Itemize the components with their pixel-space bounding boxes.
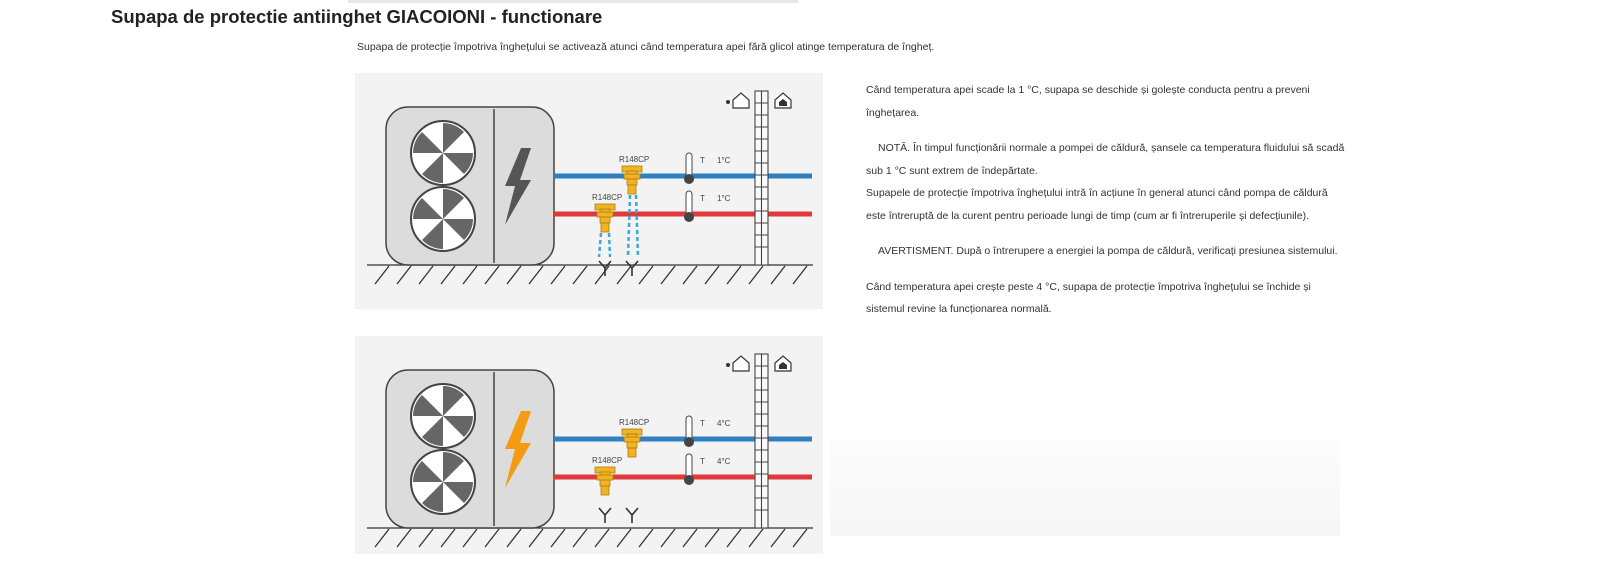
notes-column: Când temperatura apei scade la 1 °C, sup… bbox=[866, 79, 1346, 321]
valve-icon bbox=[594, 203, 616, 233]
fan-icon bbox=[410, 383, 476, 449]
fan-icon bbox=[410, 186, 476, 252]
thermometer-icon bbox=[684, 152, 694, 184]
drain-icon bbox=[598, 507, 639, 523]
page-title: Supapa de protectie antiinghet GIACOIONI… bbox=[111, 6, 603, 27]
note-valve-close: Când temperatura apei crește peste 4 °C,… bbox=[866, 280, 1311, 316]
home-icon bbox=[774, 92, 792, 109]
valve-label: R148CP bbox=[619, 418, 649, 427]
wall bbox=[754, 353, 769, 529]
note-frost-open: Când temperatura apei scade la 1 °C, sup… bbox=[866, 84, 1310, 119]
wall bbox=[754, 90, 769, 266]
temp-label: T bbox=[700, 194, 705, 203]
lightning-icon bbox=[505, 148, 531, 225]
water-drain bbox=[597, 194, 640, 258]
heat-pump-unit bbox=[385, 106, 555, 266]
warning-pressure: AVERTISMENT. După o întrerupere a energi… bbox=[878, 245, 1338, 257]
note-power-outage: Supapele de protecție împotriva înghețul… bbox=[866, 187, 1328, 222]
diagram-frost-active: T 1°C T 1°C R148CP R148CP bbox=[355, 73, 823, 309]
valve-icon bbox=[621, 428, 643, 458]
temp-label: T bbox=[700, 419, 705, 428]
fan-icon bbox=[410, 120, 476, 186]
valve-label: R148CP bbox=[592, 456, 622, 465]
temp-value: 4°C bbox=[717, 457, 731, 466]
temp-value: 4°C bbox=[717, 419, 731, 428]
intro-text: Supapa de protecție împotriva înghețului… bbox=[357, 41, 935, 53]
home-icon bbox=[774, 355, 792, 372]
temp-label: T bbox=[700, 457, 705, 466]
temp-value: 1°C bbox=[717, 194, 731, 203]
panel-shade bbox=[830, 440, 1340, 536]
house-icon bbox=[732, 355, 750, 372]
thermometer-icon bbox=[684, 453, 694, 485]
top-divider bbox=[348, 0, 798, 3]
note-normal-operation: NOTĂ. În timpul funcționării normale a p… bbox=[866, 142, 1345, 177]
lightning-icon bbox=[505, 411, 531, 488]
temp-value: 1°C bbox=[717, 156, 731, 165]
drain-icon bbox=[598, 260, 639, 276]
house-icon bbox=[732, 92, 750, 109]
heat-pump-unit bbox=[385, 369, 555, 529]
diagram-normal-operation: T 4°C T 4°C R148CP R148CP bbox=[355, 336, 823, 554]
valve-icon bbox=[621, 165, 643, 195]
valve-icon bbox=[594, 466, 616, 496]
valve-label: R148CP bbox=[619, 155, 649, 164]
thermometer-icon bbox=[684, 190, 694, 222]
fan-icon bbox=[410, 449, 476, 515]
temp-label: T bbox=[700, 156, 705, 165]
valve-label: R148CP bbox=[592, 193, 622, 202]
thermometer-icon bbox=[684, 415, 694, 447]
